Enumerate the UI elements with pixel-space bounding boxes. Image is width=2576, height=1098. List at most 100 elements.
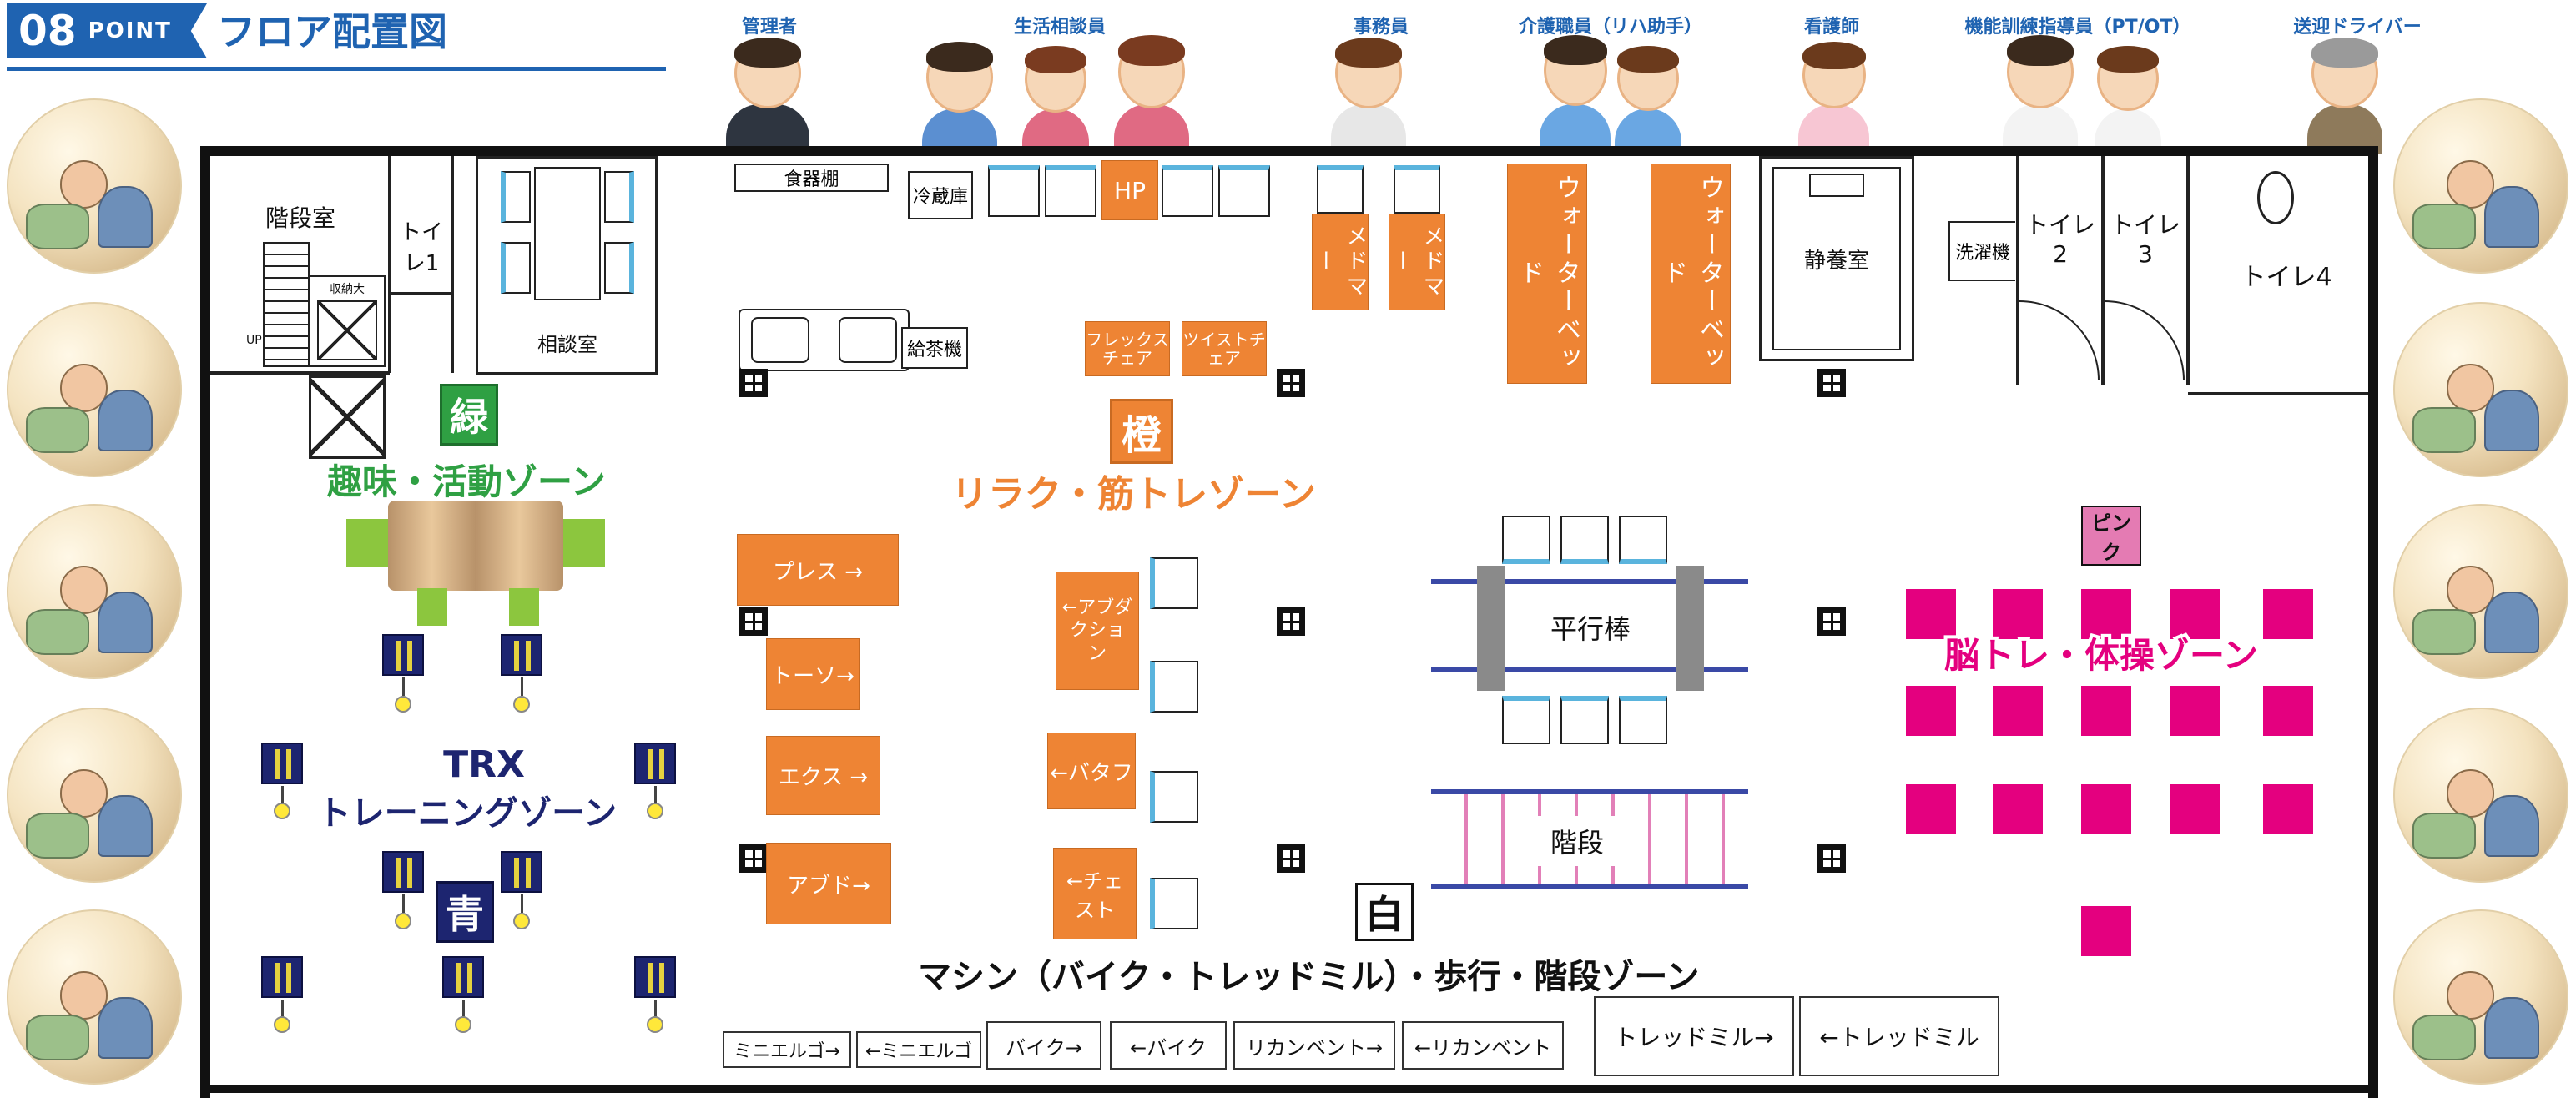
sink-basin xyxy=(839,317,897,363)
parallel-bar-rail xyxy=(1431,579,1748,584)
counter-unit xyxy=(1317,165,1364,214)
staff-figure-care1 xyxy=(1544,35,1607,106)
trx-anchor xyxy=(634,743,676,784)
point-number: 08 xyxy=(18,7,77,55)
training-stairs-label: 階段 xyxy=(1527,816,1627,866)
chair xyxy=(1619,696,1667,744)
activity-photo xyxy=(7,708,182,883)
chair xyxy=(509,588,539,626)
trx-anchor xyxy=(382,634,424,676)
machine-treadmill: ←トレッドミル xyxy=(1799,996,1999,1076)
room-toilet3: トイレ3 xyxy=(2110,210,2180,268)
hp-unit: HP xyxy=(1101,160,1158,220)
twist-chair: ツイストチェア xyxy=(1182,321,1267,376)
page-title: フロア配置図 xyxy=(217,9,447,54)
chair xyxy=(1560,516,1609,564)
trx-strap xyxy=(654,1000,657,1018)
trx-strap xyxy=(402,894,405,913)
activity-photo xyxy=(2393,302,2568,477)
machine-toso: トーソ→ xyxy=(766,638,860,710)
trx-handle xyxy=(274,1016,290,1033)
machine-press: プレス → xyxy=(737,534,899,606)
point-badge: 08 POINT xyxy=(7,3,207,58)
chair xyxy=(604,242,634,294)
chair xyxy=(604,171,634,223)
flex-chair: フレックスチェア xyxy=(1085,321,1170,376)
chair xyxy=(1502,696,1550,744)
machine-mini-ergo: ←ミニエルゴ xyxy=(856,1031,981,1068)
machine-seat xyxy=(1150,661,1198,713)
wall-top xyxy=(200,146,2378,156)
staff-figure-clerk xyxy=(1335,38,1402,108)
trx-anchor xyxy=(501,851,542,893)
stairs-graphic xyxy=(263,242,310,367)
pillar xyxy=(1817,844,1846,873)
storage-label: 収納大 xyxy=(330,283,365,296)
staff-figure-pt xyxy=(2007,35,2074,108)
zone-name-white: マシン（バイク・トレッドミル）・歩行・階段ゾーン xyxy=(918,958,1700,996)
pillar xyxy=(739,607,768,636)
chair xyxy=(417,588,447,626)
machine-mini-ergo: ミニエルゴ→ xyxy=(723,1031,851,1068)
storage-cross xyxy=(317,300,377,360)
water-bed: ウォーターベッド xyxy=(1651,164,1731,384)
brain-training-seat xyxy=(2170,589,2220,639)
parallel-bar-post xyxy=(1477,566,1505,691)
staff-label-clerk: 事務員 xyxy=(1353,17,1409,38)
brain-training-seat xyxy=(2081,686,2131,736)
zone-mark-blue: 青 xyxy=(436,881,494,943)
chair xyxy=(1560,696,1609,744)
consultation-table xyxy=(534,167,601,300)
staff-label-nurse: 看護師 xyxy=(1803,17,1860,38)
room-toilet2: トイレ2 xyxy=(2024,210,2095,268)
wall-partition xyxy=(451,156,454,373)
dish-shelf: 食器棚 xyxy=(734,164,889,192)
wall-left xyxy=(200,146,210,1098)
sink-counter xyxy=(739,309,910,371)
trx-strap xyxy=(521,677,523,696)
room-stairwell: 階段室 xyxy=(265,204,335,232)
wall-partition xyxy=(2186,156,2190,385)
trx-handle xyxy=(513,696,530,713)
trx-anchor xyxy=(382,851,424,893)
machine-seat xyxy=(1150,557,1198,609)
staff-figure-nurse xyxy=(1802,42,1866,108)
trx-anchor xyxy=(501,634,542,676)
trx-handle xyxy=(647,803,663,819)
machine-abd: アブド→ xyxy=(766,843,891,924)
staff-figure-counselor2 xyxy=(1025,46,1086,113)
brain-training-seat xyxy=(2081,589,2131,639)
staff-label-driver: 送迎ドライバー xyxy=(2293,17,2422,38)
sink-basin xyxy=(751,317,809,363)
machine-chest: ←チェスト xyxy=(1053,848,1137,939)
elevator-shaft xyxy=(309,375,386,459)
activity-photo xyxy=(7,98,182,274)
machine-recumbent: ←リカンベント xyxy=(1402,1021,1564,1070)
trx-anchor xyxy=(261,743,303,784)
wall-partition xyxy=(2101,156,2105,385)
zone-mark-orange: 橙 xyxy=(1110,399,1173,464)
trx-handle xyxy=(274,803,290,819)
brain-training-seat xyxy=(2170,784,2220,834)
pillar xyxy=(1277,369,1305,397)
machine-treadmill: トレッドミル→ xyxy=(1594,996,1794,1076)
room-consultation xyxy=(476,156,658,375)
zone-mark-pink: ピンク xyxy=(2081,506,2141,566)
zone-name-orange: リラク・筋トレゾーン xyxy=(948,470,1319,519)
trx-strap xyxy=(654,786,657,804)
machine-recumbent: リカンベント→ xyxy=(1233,1021,1395,1070)
trx-handle xyxy=(455,1016,471,1033)
activity-table xyxy=(388,501,563,591)
chair xyxy=(501,171,531,223)
brain-training-seat xyxy=(1993,589,2043,639)
staff-figure-counselor1 xyxy=(926,42,993,113)
wall-right xyxy=(2368,146,2378,1098)
counter-unit xyxy=(1218,165,1270,217)
counter-unit xyxy=(988,165,1040,217)
counter-unit xyxy=(1162,165,1213,217)
staff-figure-driver xyxy=(2311,38,2378,108)
staff-label-counselor: 生活相談員 xyxy=(1013,17,1107,38)
brain-training-seat xyxy=(2263,589,2313,639)
zone-mark-green: 緑 xyxy=(440,384,498,446)
brain-training-seat xyxy=(2170,686,2220,736)
